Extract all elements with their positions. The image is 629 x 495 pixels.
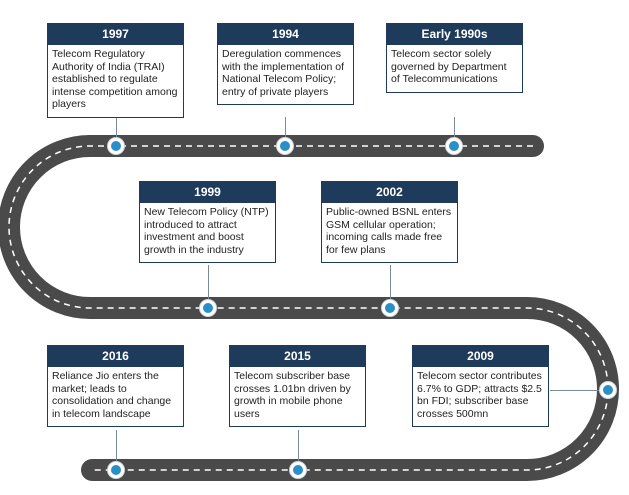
milestone-dot-1994 (277, 138, 293, 154)
event-description: Public-owned BSNL enters GSM cellular op… (326, 206, 452, 256)
milestone-dot-1999 (200, 300, 216, 316)
event-year: Early 1990s (387, 24, 522, 45)
event-card-2016: 2016 Reliance Jio enters the market; lea… (47, 345, 184, 427)
event-description: Telecom subscriber base crosses 1.01bn d… (234, 370, 351, 420)
event-card-1994: 1994 Deregulation commences with the imp… (217, 23, 354, 105)
event-card-2009: 2009 Telecom sector contributes 6.7% to … (412, 345, 549, 427)
connector-2016 (116, 430, 117, 470)
milestone-dot-early-1990s (446, 138, 462, 154)
event-description: Telecom Regulatory Authority of India (T… (52, 48, 178, 110)
event-year: 2009 (413, 346, 548, 367)
connector-2009[interactable] (550, 390, 608, 391)
event-card-early-1990s: Early 1990s Telecom sector solely govern… (386, 23, 523, 93)
event-year: 1997 (48, 24, 183, 45)
event-description: New Telecom Policy (NTP) introduced to a… (144, 206, 269, 256)
milestone-dot-2009 (600, 382, 616, 398)
event-year: 1999 (140, 182, 275, 203)
connector-1994 (285, 117, 286, 146)
road-lane-markings (8, 145, 609, 471)
event-description: Reliance Jio enters the market; leads to… (52, 370, 172, 420)
event-description: Telecom sector solely governed by Depart… (391, 48, 507, 85)
connector-2002 (390, 265, 391, 308)
milestone-dot-2015 (290, 462, 306, 478)
connector-1999 (208, 265, 209, 308)
connector-2015 (298, 430, 299, 470)
milestone-dot-2016 (108, 462, 124, 478)
event-card-1999: 1999 New Telecom Policy (NTP) introduced… (139, 181, 276, 263)
event-year: 2016 (48, 346, 183, 367)
milestone-dot-1997 (108, 138, 124, 154)
event-card-1997: 1997 Telecom Regulatory Authority of Ind… (47, 23, 184, 118)
event-description: Deregulation commences with the implemen… (222, 48, 344, 98)
event-description: Telecom sector contributes 6.7% to GDP; … (417, 370, 542, 420)
event-year: 1994 (218, 24, 353, 45)
event-year: 2002 (322, 182, 457, 203)
event-card-2002: 2002 Public-owned BSNL enters GSM cellul… (321, 181, 458, 263)
connector-early-1990s (454, 117, 455, 146)
connector-1997 (116, 117, 117, 146)
milestone-dot-2002 (382, 300, 398, 316)
event-card-2015: 2015 Telecom subscriber base crosses 1.0… (229, 345, 366, 427)
event-year: 2015 (230, 346, 365, 367)
